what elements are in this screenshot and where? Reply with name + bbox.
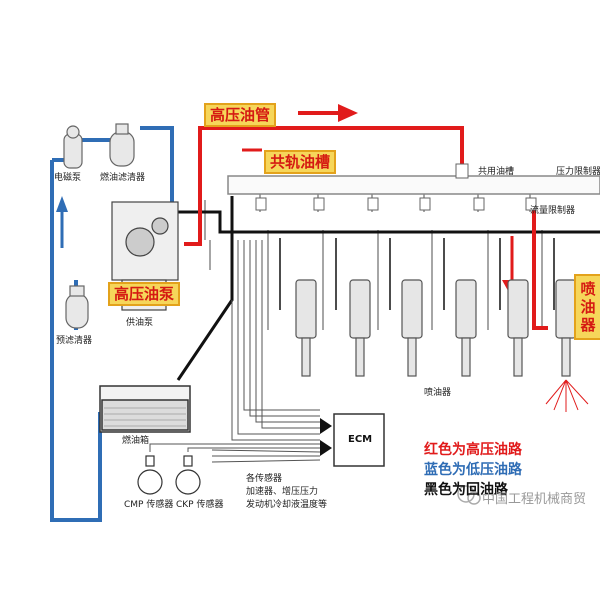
fuel-filter-label: 燃油滤清器	[100, 173, 146, 183]
legend-high-pressure: 红色为高压油路	[424, 442, 522, 458]
high-pressure-pump-tag: 高压油泵	[108, 282, 181, 306]
pre-filter-label: 预滤清器	[56, 336, 93, 346]
flow-limiter-label: 流量限制器	[530, 206, 576, 216]
high-pressure-lines	[184, 126, 548, 330]
injector-row	[295, 279, 577, 377]
sensors-label-1: 各传感器	[246, 474, 283, 484]
cmp-sensor-label: CMP 传感器	[124, 500, 174, 510]
pre-filter	[65, 285, 89, 329]
solenoid-pump	[63, 125, 83, 169]
watermark-logo	[457, 485, 481, 505]
injectors-label: 喷油器	[424, 388, 452, 398]
flow-arrow-icon	[56, 196, 68, 212]
arrow-right-icon	[338, 104, 358, 122]
watermark-text: 中国工程机械商贸	[482, 492, 587, 507]
sensors-label-3: 发动机冷却液温度等	[246, 500, 328, 510]
legend-low-pressure: 蓝色为低压油路	[424, 462, 522, 478]
cmp-sensor-shape	[137, 455, 163, 495]
ckp-sensor-label: CKP 传感器	[176, 500, 224, 510]
common-rail-label: 共用油槽	[478, 167, 515, 177]
solenoid-pump-label: 电磁泵	[54, 173, 82, 183]
ecm-label: ECM	[348, 434, 373, 445]
ecm-box	[320, 413, 385, 467]
common-rail-tag: 共轨油槽	[264, 150, 337, 174]
high-pressure-pipe-tag: 高压油管	[204, 103, 277, 127]
fuel-tank-label: 燃油箱	[122, 436, 150, 446]
supply-pump-label: 供油泵	[126, 318, 154, 328]
sensors-label-2: 加速器、增压压力	[246, 487, 319, 497]
rail-valves	[255, 163, 537, 211]
pressure-limiter-label: 压力限制器	[556, 167, 600, 177]
legend-return: 黑色为回油路	[424, 482, 508, 498]
ckp-sensor-shape	[175, 455, 201, 495]
fuel-tank	[99, 385, 191, 433]
fuel-filter	[109, 123, 135, 167]
injector-tag: 喷油器	[574, 274, 600, 340]
sensor-wires	[149, 240, 321, 463]
return-lines-thin	[279, 238, 555, 310]
spray-lines	[545, 379, 589, 412]
